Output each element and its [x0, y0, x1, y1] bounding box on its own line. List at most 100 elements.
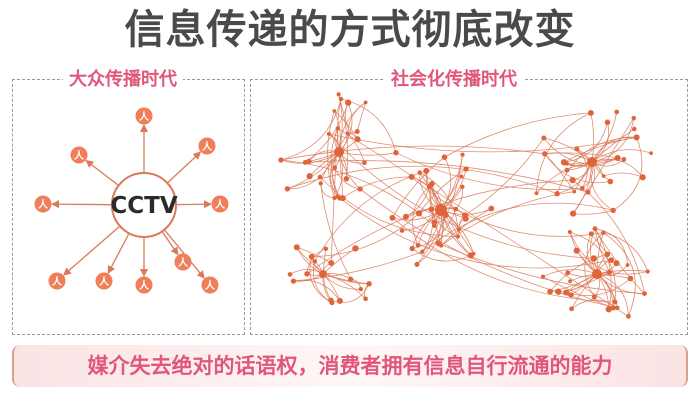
broadcast-arrow: [51, 200, 112, 209]
network-node: [633, 134, 640, 141]
network-node: [579, 186, 585, 191]
network-edge: [280, 145, 545, 161]
broadcast-arrow: [107, 233, 130, 274]
network-node: [604, 251, 611, 258]
caption-bar: 媒介失去绝对的话语权，消费者拥有信息自行流通的能力: [12, 345, 688, 387]
network-node: [601, 174, 606, 178]
network-edge: [464, 137, 545, 216]
audience-node-label: 人: [74, 149, 85, 162]
network-node: [329, 300, 335, 306]
audience-node-label: 人: [202, 140, 213, 153]
network-edge: [330, 128, 339, 263]
network-edge: [296, 247, 370, 285]
network-node: [332, 195, 337, 201]
network-node: [567, 229, 572, 235]
audience-node-label: 人: [205, 279, 216, 292]
network-node: [278, 157, 284, 163]
network-node: [323, 246, 329, 252]
network-edge: [543, 137, 618, 165]
network-node: [613, 260, 620, 267]
network-node: [645, 269, 650, 274]
audience-node: [95, 272, 113, 290]
network-node: [607, 178, 614, 185]
network-node: [604, 119, 611, 126]
network-node: [336, 92, 341, 97]
network-node: [625, 263, 630, 267]
network-edge: [590, 112, 595, 163]
broadcast-arrow: [85, 159, 119, 186]
network-node: [541, 135, 547, 141]
network-node: [631, 115, 637, 121]
network-edge: [338, 102, 366, 153]
network-edge: [411, 248, 471, 262]
network-node: [408, 173, 415, 180]
network-edge: [293, 251, 423, 282]
network-edge: [405, 186, 430, 218]
social-network-diagram: [278, 92, 653, 319]
network-node: [399, 228, 405, 233]
network-edge: [328, 133, 637, 153]
network-node: [317, 174, 323, 180]
network-node: [354, 128, 360, 135]
network-node: [467, 252, 474, 259]
network-edge: [416, 154, 463, 265]
network-node: [338, 96, 344, 102]
network-node: [627, 275, 634, 282]
slide-title: 信息传递的方式彻底改变: [124, 7, 576, 53]
audience-node-label: 人: [139, 279, 150, 292]
network-node: [456, 227, 461, 232]
network-node: [389, 214, 396, 221]
network-node: [590, 255, 597, 262]
network-node: [435, 240, 442, 247]
network-edge: [576, 148, 588, 189]
network-hub-node: [319, 270, 327, 278]
network-node: [409, 245, 415, 252]
network-node: [574, 146, 580, 152]
network-edge: [287, 176, 321, 190]
network-edge: [416, 209, 442, 265]
network-edge: [330, 283, 370, 303]
network-edge: [440, 208, 492, 246]
network-edge: [536, 112, 592, 194]
network-edge: [594, 228, 610, 273]
network-node: [573, 247, 580, 254]
network-edge: [392, 217, 615, 303]
audience-node: [201, 276, 219, 294]
audience-node: [135, 276, 153, 294]
network-edge: [603, 232, 636, 317]
broadcast-arrow: [62, 226, 120, 276]
network-node: [328, 259, 335, 266]
network-node: [393, 149, 399, 156]
network-hub-node: [435, 204, 447, 216]
network-node: [569, 210, 577, 217]
network-node: [639, 174, 646, 181]
network-node: [426, 183, 433, 190]
network-node: [649, 151, 653, 155]
network-node: [463, 166, 469, 172]
social-communication-panel: 社会化传播时代: [250, 68, 688, 335]
audience-node: [48, 272, 66, 290]
network-node: [488, 205, 495, 212]
network-node: [304, 271, 310, 277]
network-node: [569, 306, 574, 312]
network-node: [614, 154, 621, 162]
network-edge: [429, 183, 459, 237]
network-node: [560, 159, 568, 166]
network-node: [312, 259, 318, 264]
network-edge: [342, 176, 412, 199]
audience-node: [198, 137, 216, 155]
mass-communication-panel: 大众传播时代 人人人人人人人人人人 CCTV: [12, 68, 245, 335]
broadcast-diagram: 人人人人人人人人人人 CCTV: [34, 107, 229, 294]
network-node: [460, 152, 465, 157]
network-node: [626, 313, 631, 319]
network-edge: [311, 213, 420, 258]
network-node: [415, 242, 421, 248]
network-node: [423, 167, 430, 174]
network-node: [642, 291, 647, 296]
audience-node: [211, 195, 229, 213]
network-node: [612, 299, 618, 305]
network-node: [610, 305, 617, 311]
network-edge: [562, 122, 608, 163]
network-node: [591, 294, 597, 300]
